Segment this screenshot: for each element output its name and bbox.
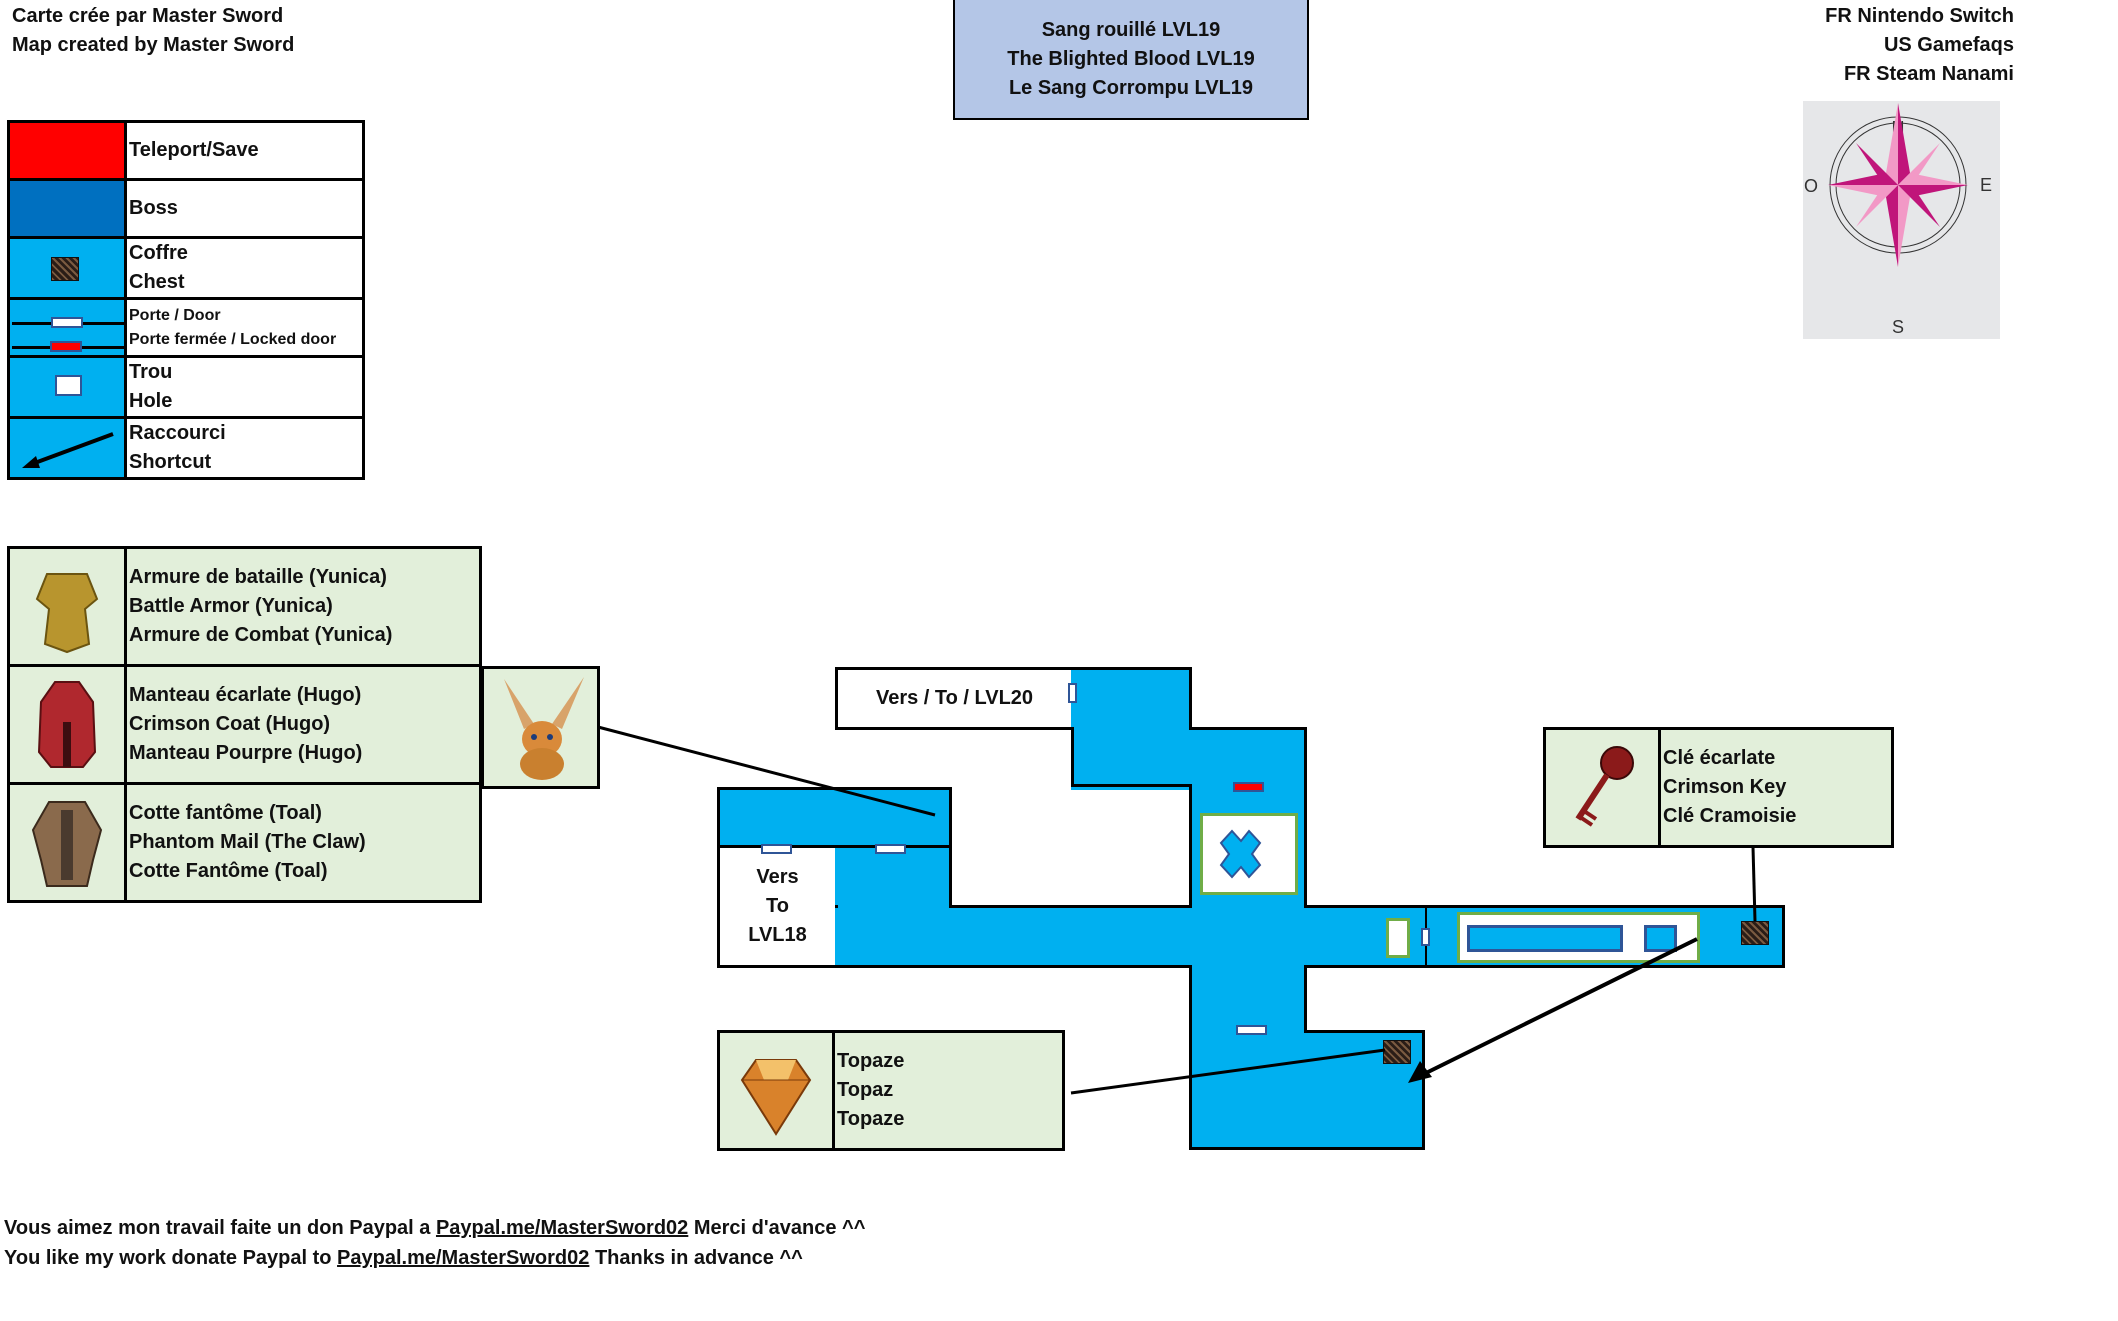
donation-line-fr: Vous aimez mon travail faite un don Payp… — [4, 1217, 866, 1239]
shortcut-arrow-head — [1408, 1061, 1432, 1083]
equipment-table: Armure de bataille (Yunica)Battle Armor … — [7, 546, 482, 903]
battle-armor-icon — [35, 573, 99, 654]
compass-rose: N S E O — [1803, 101, 2000, 339]
east-pit-area — [1457, 912, 1700, 963]
door-lvl20[interactable] — [1068, 683, 1077, 703]
topaz-connector-line — [1070, 1048, 1386, 1095]
door-west[interactable] — [875, 844, 906, 854]
legend-label: Teleport/Save — [124, 120, 365, 181]
door-lvl18[interactable] — [761, 844, 792, 854]
item-row: Cotte fantôme (Toal)Phantom Mail (The Cl… — [7, 782, 482, 903]
key-connector-line — [1751, 846, 1757, 922]
teleport-save-swatch — [7, 120, 127, 181]
credit-fr: Carte crée par Master Sword — [12, 5, 284, 27]
chest-crimson-key[interactable] — [1741, 921, 1769, 945]
locked-door-icon — [50, 341, 82, 352]
legend-row-boss: Boss — [7, 178, 365, 239]
creature-cell — [481, 666, 600, 789]
legend-row-teleport: Teleport/Save — [7, 120, 365, 181]
compass-s: S — [1892, 317, 1904, 337]
boss-swatch — [7, 178, 127, 239]
sources: FR Nintendo Switch US Gamefaqs FR Steam … — [1825, 2, 2014, 89]
chest-topaz[interactable] — [1383, 1040, 1411, 1064]
platform-long — [1467, 925, 1623, 952]
chest-icon — [51, 257, 79, 281]
item-row: Manteau écarlate (Hugo)Crimson Coat (Hug… — [7, 664, 482, 785]
door-south[interactable] — [1236, 1025, 1267, 1035]
credit-en: Map created by Master Sword — [12, 34, 295, 56]
door-icon — [51, 317, 83, 328]
donation-footer: Vous aimez mon travail faite un don Payp… — [4, 1213, 865, 1273]
shortcut-arrow-icon — [22, 432, 114, 468]
legend-label: Boss — [124, 178, 365, 239]
boss-marker-icon — [1219, 829, 1262, 879]
paypal-link-en[interactable]: Paypal.me/MasterSword02 — [337, 1247, 590, 1269]
compass-e: E — [1980, 175, 1992, 195]
door-east[interactable] — [1421, 928, 1430, 946]
creature-icon — [504, 677, 584, 780]
hole — [1386, 918, 1410, 958]
hole-icon — [55, 375, 82, 396]
title-fr-steam: Le Sang Corrompu LVL19 — [1008, 76, 1254, 99]
locked-door[interactable] — [1233, 782, 1264, 792]
compass-main-points — [1828, 103, 1968, 267]
crimson-key-icon — [1575, 746, 1634, 827]
title-us: The Blighted Blood LVL19 — [1007, 47, 1255, 70]
compass-rose-icon: N S E O — [1804, 103, 1992, 337]
paypal-link-fr[interactable]: Paypal.me/MasterSword02 — [435, 1217, 689, 1239]
source-1: FR Nintendo Switch — [1825, 5, 2014, 27]
boss-room[interactable] — [1200, 813, 1298, 895]
donation-line-en: You like my work donate Paypal to Paypal… — [4, 1247, 803, 1269]
shortcut-arrow — [1425, 937, 1698, 1075]
platform-small — [1644, 925, 1677, 952]
source-2: US Gamefaqs — [1883, 34, 2014, 56]
source-3: FR Steam Nanami — [1843, 63, 2014, 85]
creature-connector-line — [597, 725, 936, 817]
map-title-box: Sang rouillé LVL19 The Blighted Blood LV… — [953, 0, 1309, 120]
item-row: Armure de bataille (Yunica)Battle Armor … — [7, 546, 482, 667]
compass-w: O — [1804, 176, 1818, 196]
credits: Carte crée par Master Sword Map created … — [12, 2, 294, 60]
title-fr: Sang rouillé LVL19 — [1041, 18, 1221, 41]
crimson-coat-icon — [37, 681, 97, 768]
topaz-icon — [740, 1059, 812, 1136]
phantom-mail-icon — [31, 801, 103, 887]
